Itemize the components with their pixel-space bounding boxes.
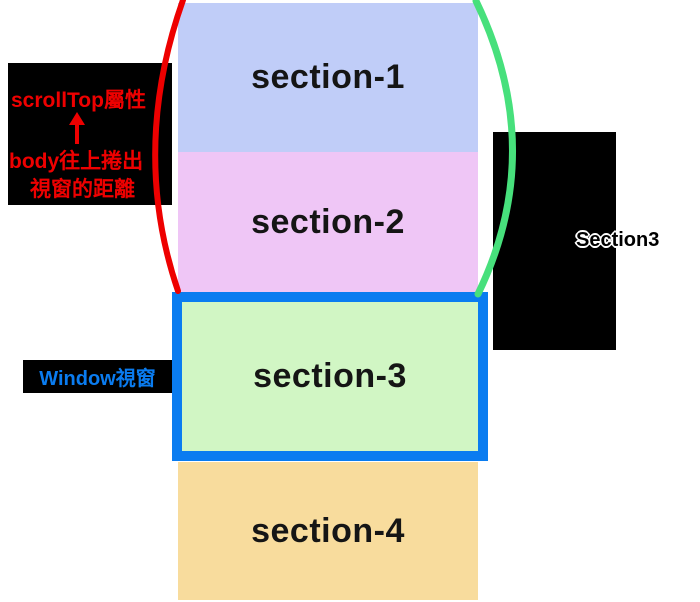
section-1-block: section-1 — [178, 3, 478, 152]
window-annotation-box: Window視窗 — [23, 360, 172, 393]
section-2-label: section-2 — [251, 202, 405, 241]
scrolltop-attribute-text: scrollTop屬性 — [11, 89, 146, 112]
scroll-out-text-line2: 視窗的距離 — [30, 178, 135, 201]
section3-annotation-label: Section3 — [576, 229, 660, 251]
section-4-block: section-4 — [178, 462, 478, 600]
up-arrow-icon — [69, 112, 85, 144]
section-2-block: section-2 — [178, 152, 478, 292]
scrolltop-annotation-box: scrollTop屬性 body往上捲出 視窗的距離 — [8, 63, 172, 205]
section-1-label: section-1 — [251, 58, 405, 96]
section-4-label: section-4 — [251, 511, 405, 550]
scroll-out-text-line1: body往上捲出 — [9, 150, 144, 173]
window-annotation-label: Window視窗 — [39, 368, 156, 390]
section-3-label: section-3 — [253, 357, 407, 395]
window-viewport-box: section-3 — [172, 292, 488, 461]
